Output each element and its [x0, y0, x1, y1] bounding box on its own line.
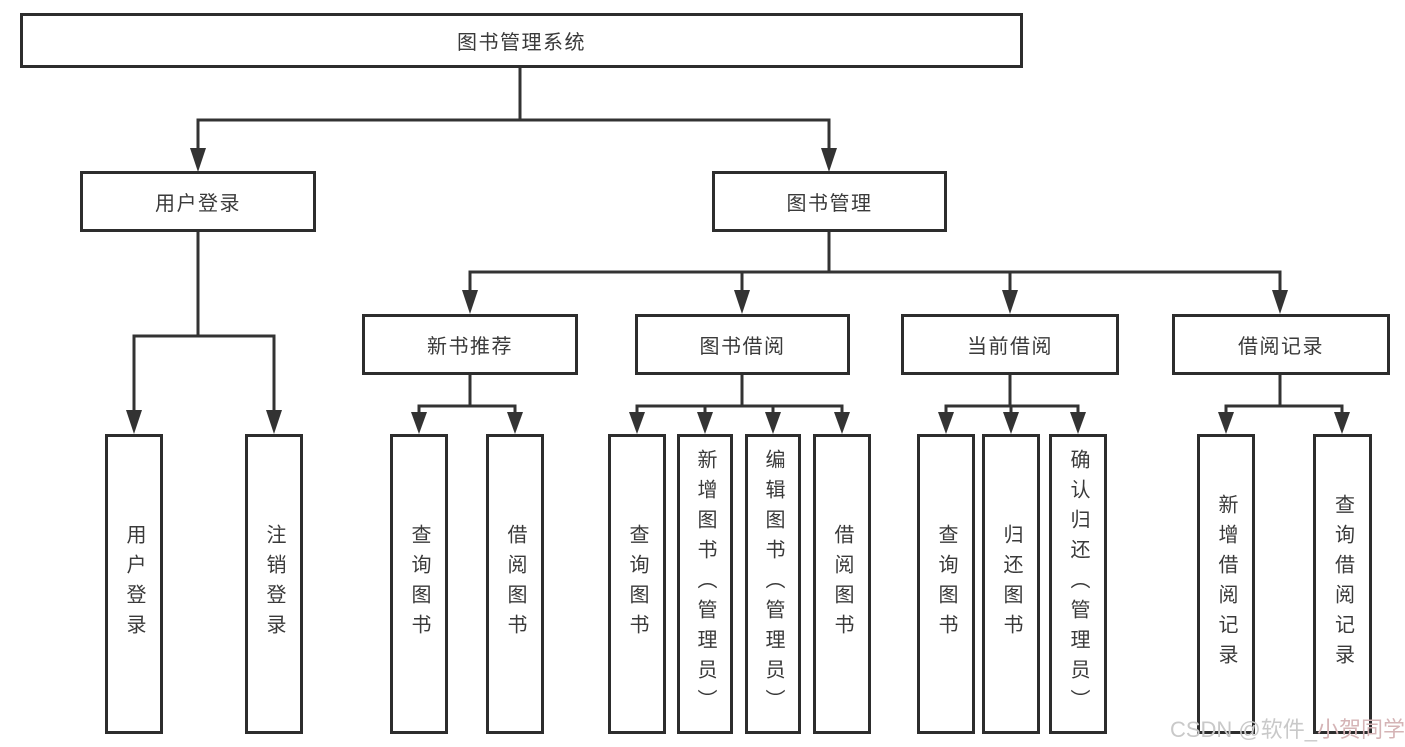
leaf-records-add-record: 新增借阅记录 — [1197, 434, 1255, 734]
arrowhead — [1334, 412, 1350, 434]
arrowhead — [697, 412, 713, 434]
leaf-logout: 注销登录 — [245, 434, 303, 734]
leaf-user-login: 用户登录 — [105, 434, 163, 734]
leaf-borrow-add-book-admin: 新增图书（管理员） — [677, 434, 733, 734]
watermark: CSDN @软件_小贺同学 — [1170, 712, 1405, 744]
arrowhead — [629, 412, 645, 434]
node-label: 图书管理系统 — [457, 32, 586, 54]
node-label: 查询图书 — [408, 524, 430, 644]
node-label: 当前借阅 — [967, 336, 1053, 358]
node-label: 查询图书 — [935, 524, 957, 644]
node-label: 确认归还（管理员） — [1067, 449, 1089, 719]
arrowhead — [507, 412, 523, 434]
arrowhead — [765, 412, 781, 434]
node-book-borrow: 图书借阅 — [635, 314, 850, 375]
leaf-borrow-borrow-book: 借阅图书 — [813, 434, 871, 734]
arrowhead — [411, 412, 427, 434]
node-label: 编辑图书（管理员） — [762, 449, 784, 719]
arrowhead — [1003, 412, 1019, 434]
node-label: 注销登录 — [263, 524, 285, 644]
arrowhead — [1218, 412, 1234, 434]
node-label: 图书借阅 — [699, 336, 786, 358]
watermark-prefix: CSDN @软件_ — [1169, 717, 1317, 742]
arrowhead — [462, 290, 478, 314]
node-label: 新书推荐 — [427, 336, 513, 358]
node-label: 查询借阅记录 — [1331, 494, 1354, 674]
arrowhead — [266, 410, 282, 434]
arrowhead — [938, 412, 954, 434]
arrowhead — [126, 410, 142, 434]
leaf-current-confirm-return-admin: 确认归还（管理员） — [1049, 434, 1107, 734]
node-label: 查询图书 — [626, 524, 648, 644]
node-label: 借阅记录 — [1238, 336, 1324, 358]
node-label: 用户登录 — [155, 193, 241, 215]
leaf-records-query-record: 查询借阅记录 — [1313, 434, 1372, 734]
arrowhead — [1272, 290, 1288, 314]
node-book-management: 图书管理 — [712, 171, 947, 232]
node-label: 新增借阅记录 — [1215, 494, 1237, 674]
node-user-login: 用户登录 — [80, 171, 316, 232]
node-label: 新增图书（管理员） — [694, 449, 716, 719]
arrowhead — [834, 412, 850, 434]
node-current-borrow: 当前借阅 — [901, 314, 1119, 375]
leaf-recommend-query-book: 查询图书 — [390, 434, 448, 734]
node-label: 借阅图书 — [504, 524, 526, 644]
node-label: 借阅图书 — [831, 524, 853, 644]
arrowhead — [1002, 290, 1018, 314]
node-library-system: 图书管理系统 — [20, 13, 1023, 68]
watermark-suffix: 小贺同学 — [1316, 717, 1405, 742]
leaf-borrow-edit-book-admin: 编辑图书（管理员） — [745, 434, 801, 734]
leaf-borrow-query-book: 查询图书 — [608, 434, 666, 734]
leaf-current-query-book: 查询图书 — [917, 434, 975, 734]
arrowhead — [821, 148, 837, 172]
leaf-current-return-book: 归还图书 — [982, 434, 1040, 734]
node-new-book-recommend: 新书推荐 — [362, 314, 578, 375]
leaf-recommend-borrow-book: 借阅图书 — [486, 434, 544, 734]
node-label: 图书管理 — [786, 193, 873, 215]
arrowhead — [190, 148, 206, 172]
node-label: 用户登录 — [123, 524, 145, 644]
node-borrow-records: 借阅记录 — [1172, 314, 1390, 375]
arrowhead — [734, 290, 750, 314]
node-label: 归还图书 — [1000, 524, 1022, 644]
arrowhead — [1070, 412, 1086, 434]
